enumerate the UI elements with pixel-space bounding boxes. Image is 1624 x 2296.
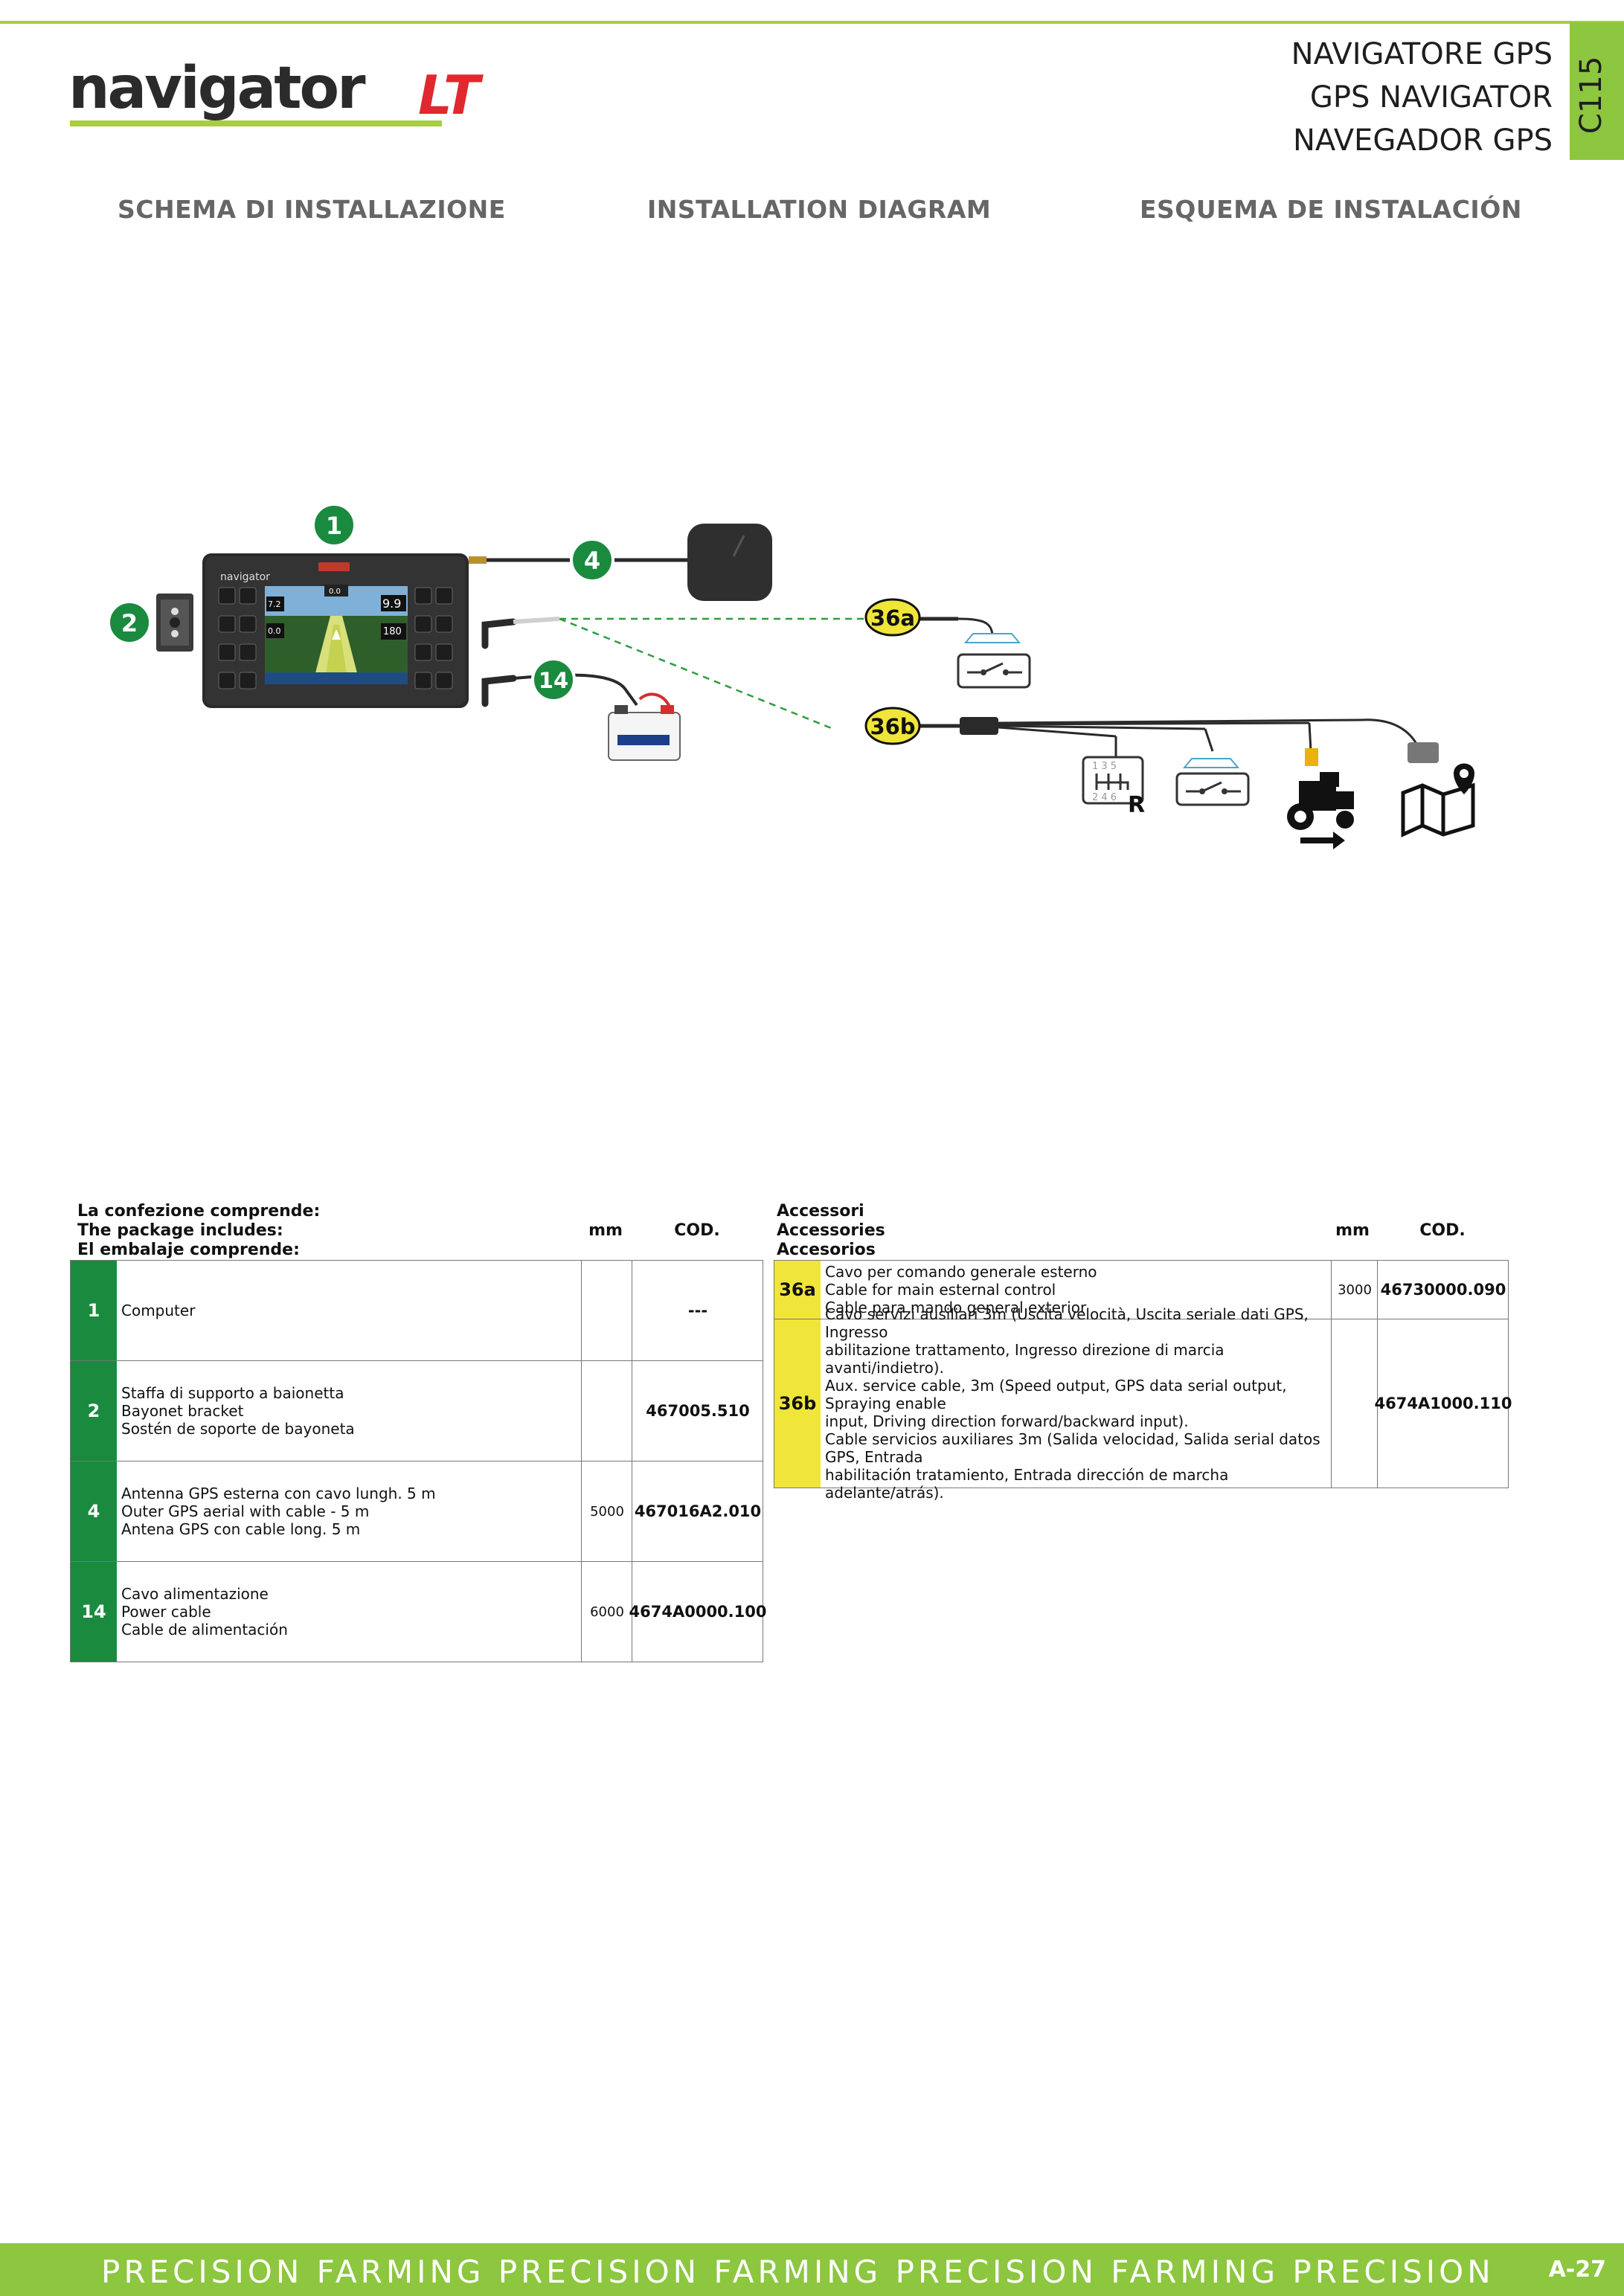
package-row-cod: 4674A0000.100 bbox=[629, 1562, 766, 1662]
package-row: 4 Antenna GPS esterna con cavo lungh. 5 … bbox=[70, 1461, 763, 1562]
section-tab: C115 bbox=[1570, 22, 1624, 160]
dashed-line-36b bbox=[559, 617, 834, 730]
accessories-header: Accessori Accessories Accesorios bbox=[777, 1202, 885, 1260]
section-heading-es: ESQUEMA DE INSTALACIÓN bbox=[1140, 195, 1522, 224]
accessories-header-es: Accesorios bbox=[777, 1241, 876, 1259]
accessories-row-mm: 3000 bbox=[1331, 1261, 1378, 1319]
sprayer-switch-icon bbox=[957, 633, 1031, 689]
accessories-row-num: 36b bbox=[774, 1319, 821, 1488]
gear-shift-icon: 1 3 5 2 4 6 R bbox=[1082, 756, 1145, 818]
antenna-cable bbox=[469, 524, 772, 601]
device-val-left: 7.2 bbox=[268, 599, 281, 609]
section-tab-code: C115 bbox=[1574, 56, 1608, 134]
package-row-mm: 5000 bbox=[581, 1461, 632, 1561]
badge-36b: 36b bbox=[864, 707, 921, 745]
badge-2-label: 2 bbox=[121, 609, 138, 637]
sprayer-switch-icon-2 bbox=[1175, 758, 1250, 806]
badge-2: 2 bbox=[107, 600, 152, 645]
bayonet-bracket bbox=[156, 594, 193, 652]
badge-14-label: 14 bbox=[539, 668, 568, 693]
footer-slogan: PRECISION FARMING PRECISION FARMING PREC… bbox=[101, 2254, 1495, 2290]
title-it: NAVIGATORE GPS bbox=[1291, 37, 1553, 71]
accessories-col-cod: COD. bbox=[1419, 1221, 1466, 1240]
accessories-row-cod: 4674A1000.110 bbox=[1375, 1319, 1512, 1488]
package-row: 1 Computer --- bbox=[70, 1260, 763, 1361]
badge-36a: 36a bbox=[864, 598, 921, 637]
package-col-mm: mm bbox=[588, 1221, 623, 1240]
logo-wordmark: navigator bbox=[68, 55, 366, 122]
accessories-row-desc: Cavo servizi ausiliari 3m (Uscita veloci… bbox=[825, 1305, 1320, 1502]
accessories-row-num: 36a bbox=[774, 1261, 821, 1319]
badge-14: 14 bbox=[531, 657, 576, 702]
package-row-mm bbox=[581, 1361, 632, 1461]
package-row-desc: Computer bbox=[121, 1302, 196, 1319]
badge-4: 4 bbox=[570, 538, 614, 582]
package-row-num: 1 bbox=[71, 1261, 117, 1360]
badge-36b-label: 36b bbox=[870, 714, 915, 739]
package-row-num: 2 bbox=[71, 1361, 117, 1461]
device-speed: 0.0 bbox=[329, 588, 341, 596]
package-header: La confezione comprende: The package inc… bbox=[77, 1202, 320, 1260]
gear-digits-top: 1 3 5 bbox=[1092, 761, 1117, 772]
accessories-header-it: Accessori bbox=[777, 1202, 864, 1221]
accessories-row: 36b Cavo servizi ausiliari 3m (Uscita ve… bbox=[774, 1305, 1512, 1502]
map-pin-icon bbox=[1401, 763, 1475, 837]
accessories-col-mm: mm bbox=[1335, 1221, 1370, 1240]
gear-digits-bottom: 2 4 6 bbox=[1092, 792, 1117, 803]
package-row-cod: --- bbox=[632, 1261, 763, 1360]
device-brand: navigator bbox=[220, 571, 270, 583]
device-val-right2: 180 bbox=[383, 626, 402, 637]
device-val-left2: 0.0 bbox=[268, 626, 281, 636]
tractor-icon bbox=[1287, 772, 1354, 849]
title-es: NAVEGADOR GPS bbox=[1292, 123, 1553, 158]
badge-4-label: 4 bbox=[584, 547, 600, 575]
page-number: A-27 bbox=[1548, 2257, 1606, 2283]
package-row-num: 14 bbox=[71, 1562, 117, 1662]
installation-diagram: navigator 0.0 7.2 9.9 0.0 180 bbox=[107, 503, 1475, 849]
footer-bar: PRECISION FARMING PRECISION FARMING PREC… bbox=[0, 2243, 1624, 2296]
badge-1: 1 bbox=[312, 503, 356, 547]
package-row-num: 4 bbox=[71, 1461, 117, 1561]
device-val-right: 9.9 bbox=[382, 596, 401, 611]
page-titles: NAVIGATORE GPS GPS NAVIGATOR NAVEGADOR G… bbox=[1291, 33, 1553, 162]
brand-logo: navigator LT bbox=[68, 55, 480, 134]
section-heading-en: INSTALLATION DIAGRAM bbox=[647, 195, 992, 224]
badge-36a-label: 36a bbox=[870, 605, 915, 631]
accessories-row-mm bbox=[1331, 1319, 1378, 1488]
package-row-mm: 6000 bbox=[581, 1562, 632, 1662]
badge-1-label: 1 bbox=[326, 512, 342, 540]
top-rule bbox=[0, 21, 1624, 24]
logo-underline bbox=[70, 120, 442, 126]
gear-reverse: R bbox=[1128, 792, 1145, 818]
accessories-row-cod: 46730000.090 bbox=[1377, 1261, 1509, 1319]
side-connectors bbox=[481, 618, 517, 707]
accessories-header-en: Accessories bbox=[777, 1221, 885, 1240]
cable-36a bbox=[918, 617, 1031, 689]
power-cable bbox=[513, 673, 681, 761]
package-header-es: El embalaje comprende: bbox=[77, 1241, 300, 1259]
logo-suffix: LT bbox=[418, 64, 481, 126]
package-row-cod: 467005.510 bbox=[632, 1361, 763, 1461]
package-col-cod: COD. bbox=[674, 1221, 720, 1240]
package-row-cod: 467016A2.010 bbox=[632, 1461, 763, 1561]
package-header-it: La confezione comprende: bbox=[77, 1202, 321, 1221]
package-header-en: The package includes: bbox=[77, 1221, 283, 1240]
cable-36b bbox=[918, 717, 1439, 766]
navigator-computer: navigator 0.0 7.2 9.9 0.0 180 bbox=[202, 553, 469, 708]
title-en: GPS NAVIGATOR bbox=[1309, 80, 1553, 115]
package-row-mm bbox=[581, 1261, 632, 1360]
section-heading-it: SCHEMA DI INSTALLAZIONE bbox=[118, 195, 506, 224]
